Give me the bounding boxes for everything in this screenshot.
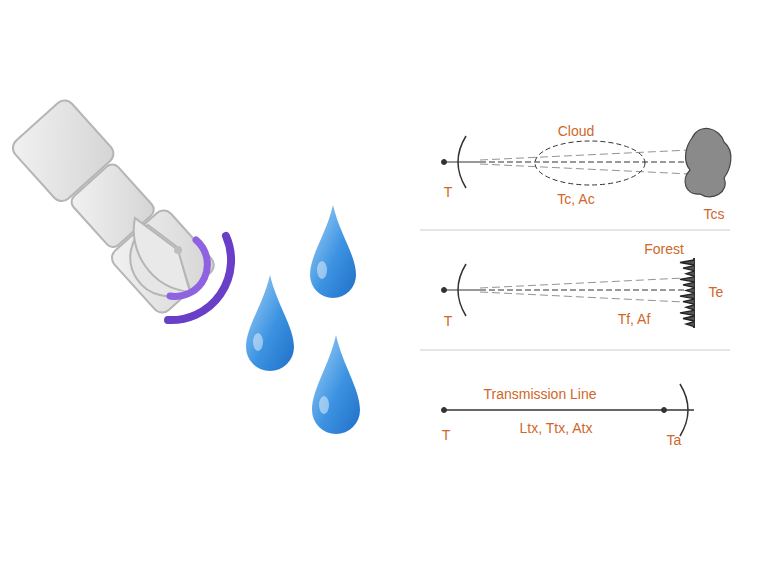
label-text: Te <box>709 284 724 300</box>
label-text: Tcs <box>704 206 725 222</box>
label-text: Ta <box>667 432 682 448</box>
label-text: Cloud <box>558 123 595 139</box>
water-drops <box>246 205 360 434</box>
label-text: T <box>442 427 451 443</box>
satellite <box>9 96 231 320</box>
label-text: T <box>444 313 453 329</box>
label-text: T <box>444 184 453 200</box>
label-text: Forest <box>644 241 684 257</box>
forest-panel <box>442 258 695 328</box>
label-text: Ltx, Ttx, Atx <box>520 420 593 436</box>
separator <box>420 350 730 351</box>
transmission-panel <box>442 384 695 436</box>
label-text: Tf, Af <box>618 311 651 327</box>
label-text: Transmission Line <box>483 386 596 402</box>
separator <box>420 230 730 231</box>
label-text: Tc, Ac <box>557 191 594 207</box>
